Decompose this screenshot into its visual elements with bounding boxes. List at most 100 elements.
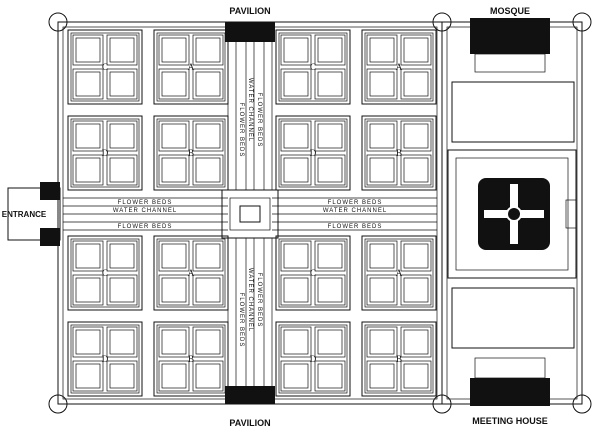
plot-inner xyxy=(195,37,221,63)
plot-inner xyxy=(195,363,221,389)
bed-border xyxy=(275,115,351,191)
plot-inner xyxy=(109,243,135,269)
bed-q2-2: A xyxy=(361,29,437,105)
plot-inner xyxy=(195,157,221,183)
plot xyxy=(400,120,432,152)
bed-border xyxy=(275,29,351,105)
plot xyxy=(106,68,138,100)
bed-letter: B xyxy=(396,148,402,158)
plot-inner xyxy=(403,71,429,97)
bed-letter: C xyxy=(102,268,108,278)
bed-inner-border xyxy=(364,324,434,394)
h-left-bot-label: FLOWER BEDS xyxy=(118,224,173,230)
bed-border xyxy=(361,321,437,397)
plot-inner xyxy=(403,37,429,63)
corner-tower-se xyxy=(572,394,592,414)
plot-inner xyxy=(317,329,343,355)
plot-inner xyxy=(195,123,221,149)
bed-inner-border xyxy=(156,32,226,102)
plot xyxy=(72,274,104,306)
plot-inner xyxy=(283,37,309,63)
plot xyxy=(400,326,432,358)
plot-inner xyxy=(161,277,187,303)
plot-inner xyxy=(369,71,395,97)
h-right-mid-label: WATER CHANNEL xyxy=(323,208,387,214)
bed-inner-border xyxy=(364,238,434,308)
bed-border xyxy=(67,29,143,105)
plot xyxy=(106,154,138,186)
central-tank-inner xyxy=(239,205,261,223)
bed-letter: D xyxy=(102,148,109,158)
bed-q1-3: D xyxy=(67,115,143,191)
plot xyxy=(366,240,398,272)
bed-inner-border xyxy=(156,238,226,308)
plot xyxy=(158,34,190,66)
plot-inner xyxy=(75,37,101,63)
plot xyxy=(106,34,138,66)
plot-inner xyxy=(403,363,429,389)
pavilion-bottom-building xyxy=(225,386,275,404)
entrance-label: ENTRANCE xyxy=(2,210,47,219)
plot-inner xyxy=(161,37,187,63)
bed-letter: C xyxy=(102,62,108,72)
central-tank-outer xyxy=(221,189,279,239)
plot-inner xyxy=(75,277,101,303)
bed-border xyxy=(67,115,143,191)
plot xyxy=(400,274,432,306)
plot-inner xyxy=(161,123,187,149)
plot-inner xyxy=(109,123,135,149)
bed-letter: B xyxy=(396,354,402,364)
plot xyxy=(72,68,104,100)
plot-inner xyxy=(161,71,187,97)
plot-inner xyxy=(403,277,429,303)
plot-inner xyxy=(161,157,187,183)
east-panel-top xyxy=(451,81,575,143)
plot-inner xyxy=(317,157,343,183)
bed-letter: D xyxy=(102,354,109,364)
plot xyxy=(280,120,312,152)
plot-inner xyxy=(75,123,101,149)
bed-letter: C xyxy=(310,62,316,72)
plot-inner xyxy=(369,329,395,355)
plot xyxy=(158,154,190,186)
plot-inner xyxy=(75,71,101,97)
plot xyxy=(72,154,104,186)
bed-border xyxy=(361,115,437,191)
bed-letter: B xyxy=(188,354,194,364)
plot xyxy=(314,120,346,152)
pavilion-top-building xyxy=(225,22,275,42)
plot-inner xyxy=(75,363,101,389)
corner-tower-ne xyxy=(572,12,592,32)
bed-inner-border xyxy=(364,118,434,188)
plot-inner xyxy=(403,157,429,183)
plot-inner xyxy=(283,71,309,97)
plot xyxy=(400,360,432,392)
plot-inner xyxy=(75,157,101,183)
v-bot-b-label: WATER CHANNEL xyxy=(247,268,253,332)
plot xyxy=(192,68,224,100)
plot-inner xyxy=(195,71,221,97)
plot xyxy=(280,34,312,66)
bed-inner-border xyxy=(278,238,348,308)
plot-inner xyxy=(369,243,395,269)
plot xyxy=(314,274,346,306)
v-bot-c-label: FLOWER BEDS xyxy=(238,293,244,348)
plot xyxy=(366,120,398,152)
plot-inner xyxy=(283,277,309,303)
bed-border xyxy=(153,115,229,191)
plot xyxy=(314,154,346,186)
plot-inner xyxy=(195,329,221,355)
bed-border xyxy=(67,321,143,397)
bed-q1-2: A xyxy=(153,29,229,105)
plot-inner xyxy=(403,329,429,355)
plot-inner xyxy=(109,363,135,389)
plot xyxy=(314,34,346,66)
bed-inner-border xyxy=(156,324,226,394)
plot-inner xyxy=(283,329,309,355)
mosque-building xyxy=(470,18,550,54)
plot-inner xyxy=(195,243,221,269)
plot xyxy=(366,68,398,100)
plot xyxy=(400,34,432,66)
plot xyxy=(192,360,224,392)
